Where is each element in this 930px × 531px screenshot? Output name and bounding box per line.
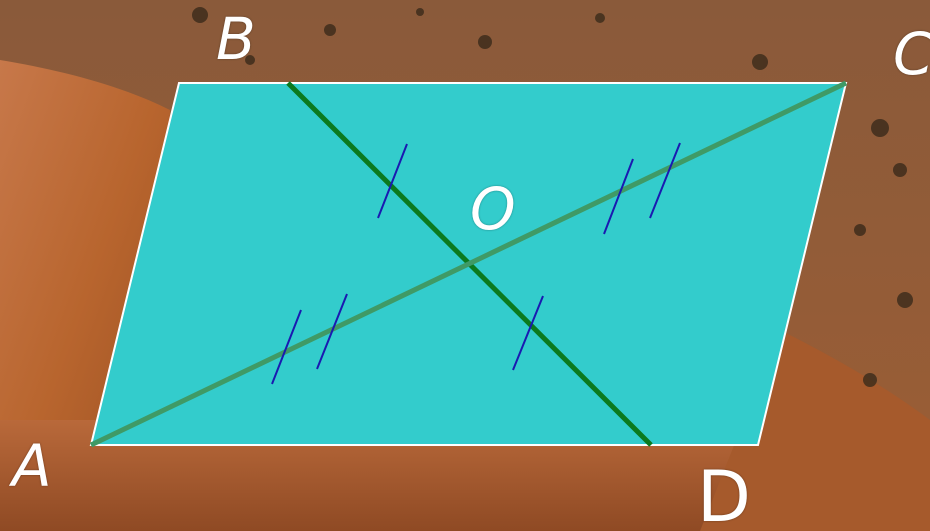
vertex-label-a: A: [12, 432, 52, 500]
tick-ob: [377, 143, 408, 219]
vertex-label-d: D: [697, 456, 751, 531]
background-rock-right: [700, 330, 930, 531]
tick-oc-2: [649, 142, 681, 219]
center-label-o: O: [470, 175, 516, 243]
background-rock-bottom: [0, 420, 930, 531]
tick-od: [512, 295, 544, 371]
vertex-label-c: C: [893, 20, 930, 88]
tick-oa-1: [271, 309, 302, 385]
background-shrubs: [192, 7, 913, 387]
vertex-label-b: B: [216, 5, 256, 73]
tick-oc-1: [603, 158, 634, 235]
diagonal-ac: [89, 80, 848, 448]
tick-oa-2: [316, 293, 348, 370]
